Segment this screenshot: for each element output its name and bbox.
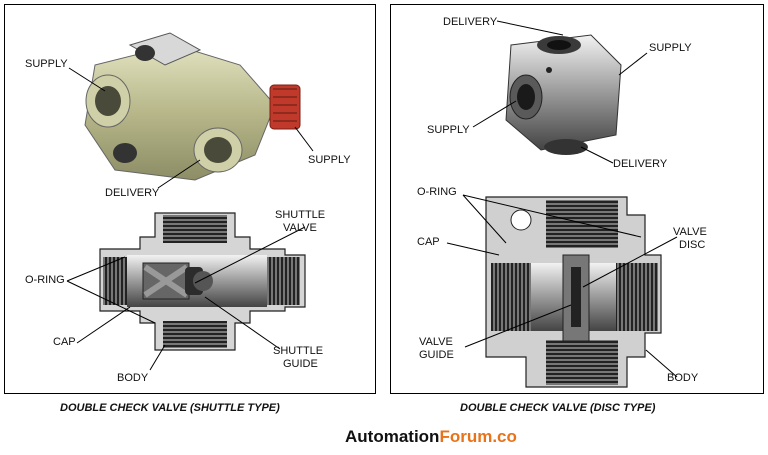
label-delivery-top: DELIVERY	[443, 16, 498, 28]
shuttle-valve-photo	[84, 32, 301, 181]
leader-supply-top	[68, 67, 106, 92]
leader-shuttle-guide	[204, 296, 281, 350]
label-guide: GUIDE	[283, 358, 318, 370]
leader-valve-disc	[582, 236, 678, 288]
label-disc: DISC	[679, 239, 705, 251]
shuttle-type-panel: SUPPLY SUPPLY DELIVERY SHUTTLE VALVE O-R…	[4, 4, 376, 394]
disc-type-panel: DELIVERY SUPPLY SUPPLY DELIVERY O-RING C…	[390, 4, 764, 394]
label-o-ring: O-RING	[417, 186, 457, 198]
leader-delivery	[157, 159, 201, 189]
label-guide: GUIDE	[419, 349, 454, 361]
label-cap: CAP	[53, 336, 76, 348]
leader-delivery-top	[496, 20, 564, 36]
label-supply-right: SUPPLY	[308, 154, 351, 166]
shuttle-type-diagram: SUPPLY SUPPLY DELIVERY SHUTTLE VALVE O-R…	[25, 32, 351, 384]
leader-cap	[446, 242, 500, 256]
brand-wordmark: AutomationForum.co	[345, 427, 517, 447]
label-supply-left: SUPPLY	[427, 124, 470, 136]
leader-delivery-bottom	[580, 146, 614, 164]
leader-o-ring-1	[462, 194, 507, 244]
label-body: BODY	[667, 372, 699, 384]
leader-o-ring-2	[66, 280, 156, 324]
label-valve-2: VALVE	[419, 336, 453, 348]
caption-disc-type: DOUBLE CHECK VALVE (DISC TYPE)	[460, 402, 656, 414]
label-shuttle: SHUTTLE	[275, 209, 325, 221]
disc-valve-photo	[505, 34, 622, 155]
leader-cap	[76, 306, 131, 344]
label-delivery-bottom: DELIVERY	[613, 158, 668, 170]
leader-o-ring-1	[66, 256, 126, 282]
disc-valve-cross-section	[485, 196, 662, 388]
leader-shuttle-valve	[194, 226, 306, 284]
leader-body	[149, 344, 166, 371]
caption-shuttle-type: DOUBLE CHECK VALVE (SHUTTLE TYPE)	[60, 402, 280, 414]
label-cap: CAP	[417, 236, 440, 248]
label-body: BODY	[117, 372, 149, 384]
brand-part-1: Automation	[345, 427, 440, 446]
leader-valve-guide	[464, 304, 572, 348]
label-supply-right: SUPPLY	[649, 42, 692, 54]
leader-supply-right	[294, 126, 314, 152]
leader-supply-left	[472, 100, 517, 128]
leader-o-ring-2	[462, 194, 642, 238]
label-valve: VALVE	[283, 222, 317, 234]
label-supply-top: SUPPLY	[25, 58, 68, 70]
label-delivery: DELIVERY	[105, 187, 160, 199]
brand-part-2: Forum.co	[439, 427, 517, 446]
label-o-ring: O-RING	[25, 274, 65, 286]
disc-type-diagram: DELIVERY SUPPLY SUPPLY DELIVERY O-RING C…	[417, 16, 707, 388]
leader-supply-right	[618, 52, 648, 76]
leader-body	[645, 349, 678, 378]
label-valve: VALVE	[673, 226, 707, 238]
label-shuttle-2: SHUTTLE	[273, 345, 323, 357]
shuttle-valve-cross-section	[99, 212, 306, 351]
